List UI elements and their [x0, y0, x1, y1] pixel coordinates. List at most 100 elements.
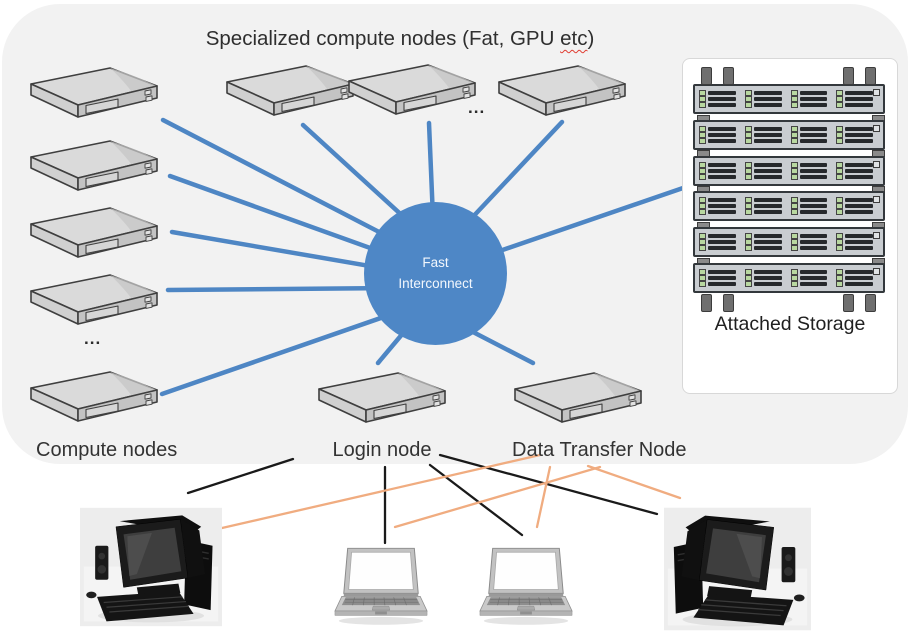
- drive-slot: [836, 131, 873, 138]
- drive-handle: [753, 270, 782, 274]
- drive-bay: [744, 197, 782, 216]
- drive-led: [699, 167, 706, 174]
- drive-handle: [753, 240, 782, 245]
- drive-handle: [799, 103, 828, 107]
- drive-slot: [790, 96, 828, 102]
- login-client-link-line: [186, 457, 295, 495]
- drive-slot: [699, 173, 736, 180]
- drive-bay: [790, 197, 828, 216]
- drive-bay: [790, 90, 828, 108]
- drive-slot: [790, 239, 828, 246]
- drive-handle: [799, 126, 828, 131]
- drive-slot: [699, 131, 736, 138]
- drive-handle: [753, 282, 782, 286]
- drive-led: [836, 96, 844, 102]
- drive-slot: [836, 203, 873, 210]
- drive-slot: [790, 131, 828, 138]
- compute-node-3: [28, 204, 160, 260]
- drive-led: [836, 197, 844, 204]
- drive-led: [836, 102, 844, 108]
- rack-unit-4: [693, 191, 885, 222]
- drive-led: [744, 203, 752, 210]
- drive-bay: [836, 233, 873, 252]
- drive-led: [836, 269, 844, 275]
- drive-handle: [753, 168, 782, 173]
- drive-slot: [790, 161, 828, 168]
- drive-bay: [836, 90, 873, 108]
- drive-slot: [699, 161, 736, 168]
- login-node-label: Login node: [332, 439, 432, 461]
- drive-led: [699, 203, 706, 210]
- drive-bay: [836, 269, 873, 287]
- drive-slot: [836, 137, 873, 144]
- drive-bay: [790, 233, 828, 252]
- drive-led: [699, 173, 706, 180]
- desktop-computer-1: [79, 506, 223, 633]
- rack-post-top: [865, 67, 876, 85]
- title-suffix: ): [587, 27, 595, 50]
- drive-slot: [790, 173, 828, 180]
- drive-slot: [790, 269, 828, 275]
- drive-handle: [753, 174, 782, 179]
- drive-slot: [699, 125, 736, 132]
- drive-handle: [845, 210, 873, 215]
- drive-led: [836, 245, 844, 252]
- drive-slot: [744, 203, 782, 210]
- drive-handle: [799, 234, 828, 239]
- drive-led: [836, 161, 844, 168]
- rack-unit-1: [693, 84, 885, 114]
- drive-led: [744, 245, 752, 252]
- drive-slot: [836, 102, 873, 108]
- drive-led: [699, 90, 706, 96]
- rack-unit-indicator: [873, 196, 880, 204]
- drive-led: [790, 203, 798, 210]
- drive-slot: [699, 269, 736, 275]
- drive-led: [836, 125, 844, 132]
- drive-handle: [708, 204, 736, 209]
- drive-handle: [845, 97, 873, 101]
- drive-led: [836, 167, 844, 174]
- drive-led: [836, 275, 844, 281]
- rack-post-bottom: [843, 294, 854, 312]
- drive-slot: [699, 203, 736, 210]
- drive-slot: [836, 269, 873, 275]
- drive-handle: [753, 276, 782, 280]
- specialized-node-2: [346, 61, 478, 117]
- drive-handle: [845, 234, 873, 239]
- compute-nodes-ellipsis: ...: [84, 329, 102, 348]
- drive-slot: [836, 239, 873, 246]
- drive-led: [836, 209, 844, 216]
- drive-slot: [744, 90, 782, 96]
- drive-handle: [753, 132, 782, 137]
- drive-slot: [836, 197, 873, 204]
- drive-led: [790, 239, 798, 246]
- drive-slot: [744, 197, 782, 204]
- drive-bay: [836, 161, 873, 180]
- drive-handle: [753, 198, 782, 203]
- drive-bay: [836, 197, 873, 216]
- drive-slot: [699, 197, 736, 204]
- drive-handle: [799, 168, 828, 173]
- drive-led: [744, 90, 752, 96]
- drive-handle: [708, 174, 736, 179]
- drive-handle: [708, 246, 736, 251]
- rack-post-bottom: [723, 294, 734, 312]
- drive-handle: [845, 168, 873, 173]
- drive-handle: [799, 198, 828, 203]
- drive-slot: [790, 90, 828, 96]
- rack-unit-5: [693, 227, 885, 258]
- specialized-nodes-ellipsis: ...: [468, 98, 486, 117]
- title-spellcheck-word: etc: [560, 27, 588, 50]
- rack-post-bottom: [865, 294, 876, 312]
- drive-bay: [790, 125, 828, 144]
- drive-slot: [790, 102, 828, 108]
- drive-slot: [744, 96, 782, 102]
- drive-handle: [845, 282, 873, 286]
- drive-bay: [699, 90, 736, 108]
- attached-storage-panel: Attached Storage: [682, 58, 898, 394]
- drive-slot: [744, 209, 782, 216]
- drive-led: [744, 102, 752, 108]
- drive-handle: [845, 246, 873, 251]
- drive-led: [790, 173, 798, 180]
